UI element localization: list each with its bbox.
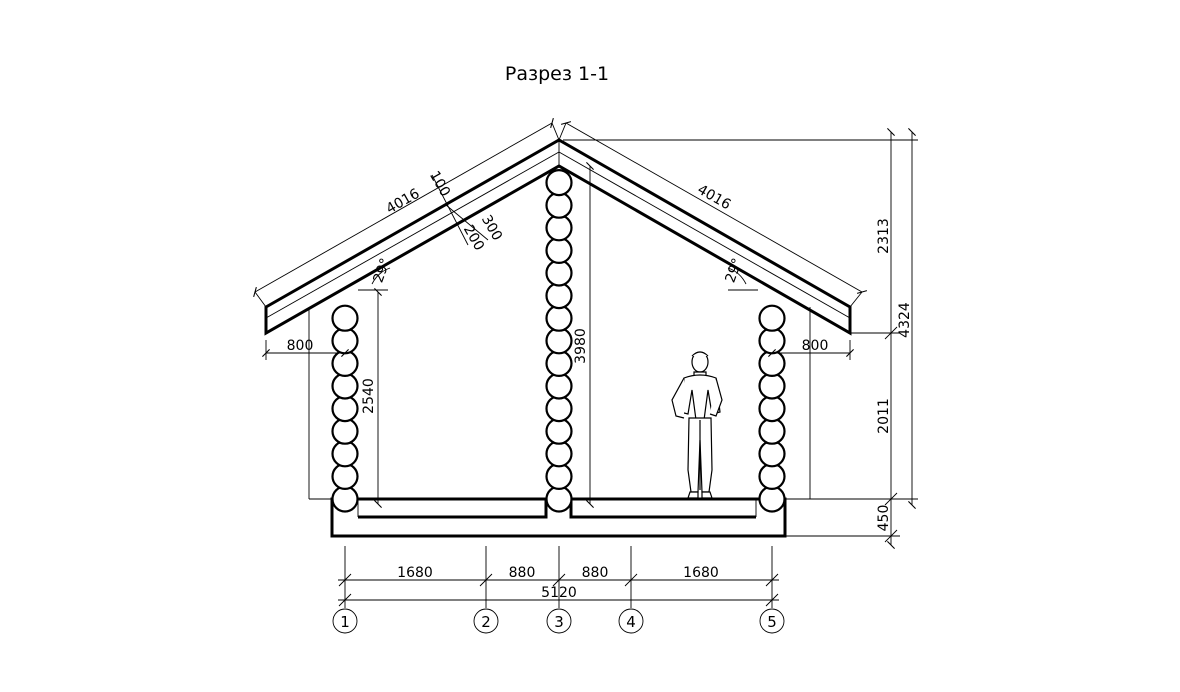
log-center xyxy=(545,169,573,197)
span-2-label: 880 xyxy=(509,565,536,581)
axis-markers: 1 2 3 4 5 xyxy=(332,608,785,634)
log-left xyxy=(331,462,359,490)
log-center xyxy=(545,236,573,264)
overhang-right-label: 800 xyxy=(802,338,829,354)
log-center xyxy=(545,327,573,355)
span-1-label: 1680 xyxy=(397,565,433,581)
section-title: Разрез 1-1 xyxy=(505,63,609,85)
span-4-label: 1680 xyxy=(683,565,719,581)
axis-4-label: 4 xyxy=(626,613,636,631)
log-center xyxy=(545,372,573,400)
log-left xyxy=(331,304,359,332)
log-center xyxy=(545,395,573,423)
log-left xyxy=(331,440,359,468)
log-center xyxy=(545,485,573,513)
vertical-dims: 2313 2011 450 4324 xyxy=(563,128,918,549)
foundation-label: 450 xyxy=(876,505,892,532)
total-height-label: 4324 xyxy=(897,302,913,338)
log-center xyxy=(545,417,573,445)
roof-layer-dims: 100 300 200 xyxy=(426,168,505,253)
overhang-dims: 800 800 xyxy=(262,338,854,360)
log-right xyxy=(758,372,786,400)
log-left xyxy=(331,485,359,513)
log-center xyxy=(545,282,573,310)
wall-guides xyxy=(308,307,811,500)
log-center xyxy=(545,259,573,287)
axis-3-label: 3 xyxy=(554,613,564,631)
axis-1-label: 1 xyxy=(340,613,350,631)
log-walls xyxy=(331,169,786,513)
log-center xyxy=(545,304,573,332)
slope-left-label: 4016 xyxy=(384,186,423,218)
log-left xyxy=(331,327,359,355)
log-left xyxy=(331,372,359,400)
axis-5-label: 5 xyxy=(767,613,777,631)
roof-part-label: 2313 xyxy=(876,218,892,254)
log-right xyxy=(758,327,786,355)
span-total-label: 5120 xyxy=(541,585,577,601)
layer-top-label: 100 xyxy=(426,168,453,199)
log-center xyxy=(545,191,573,219)
span-3-label: 880 xyxy=(582,565,609,581)
log-right xyxy=(758,417,786,445)
ridge-height-label: 3980 xyxy=(573,328,589,364)
log-right xyxy=(758,395,786,423)
wall-part-label: 2011 xyxy=(876,398,892,434)
log-left xyxy=(331,349,359,377)
log-left xyxy=(331,395,359,423)
person-figure xyxy=(671,351,723,499)
log-right xyxy=(758,440,786,468)
log-right xyxy=(758,462,786,490)
wall-height-label: 2540 xyxy=(361,378,377,414)
interior-height-dims: 2540 3980 xyxy=(361,162,594,508)
log-center xyxy=(545,214,573,242)
span-dims: 1680 880 880 1680 5120 xyxy=(338,546,779,608)
angle-right-label: 29° xyxy=(722,256,746,285)
log-right xyxy=(758,485,786,513)
log-left xyxy=(331,417,359,445)
overhang-left-label: 800 xyxy=(287,338,314,354)
slope-right-label: 4016 xyxy=(695,182,734,214)
log-right xyxy=(758,304,786,332)
log-center xyxy=(545,349,573,377)
log-right xyxy=(758,349,786,377)
angle-markers: 29° 29° xyxy=(358,256,758,291)
axis-2-label: 2 xyxy=(481,613,491,631)
log-center xyxy=(545,440,573,468)
angle-left-label: 29° xyxy=(370,256,394,285)
log-center xyxy=(545,462,573,490)
